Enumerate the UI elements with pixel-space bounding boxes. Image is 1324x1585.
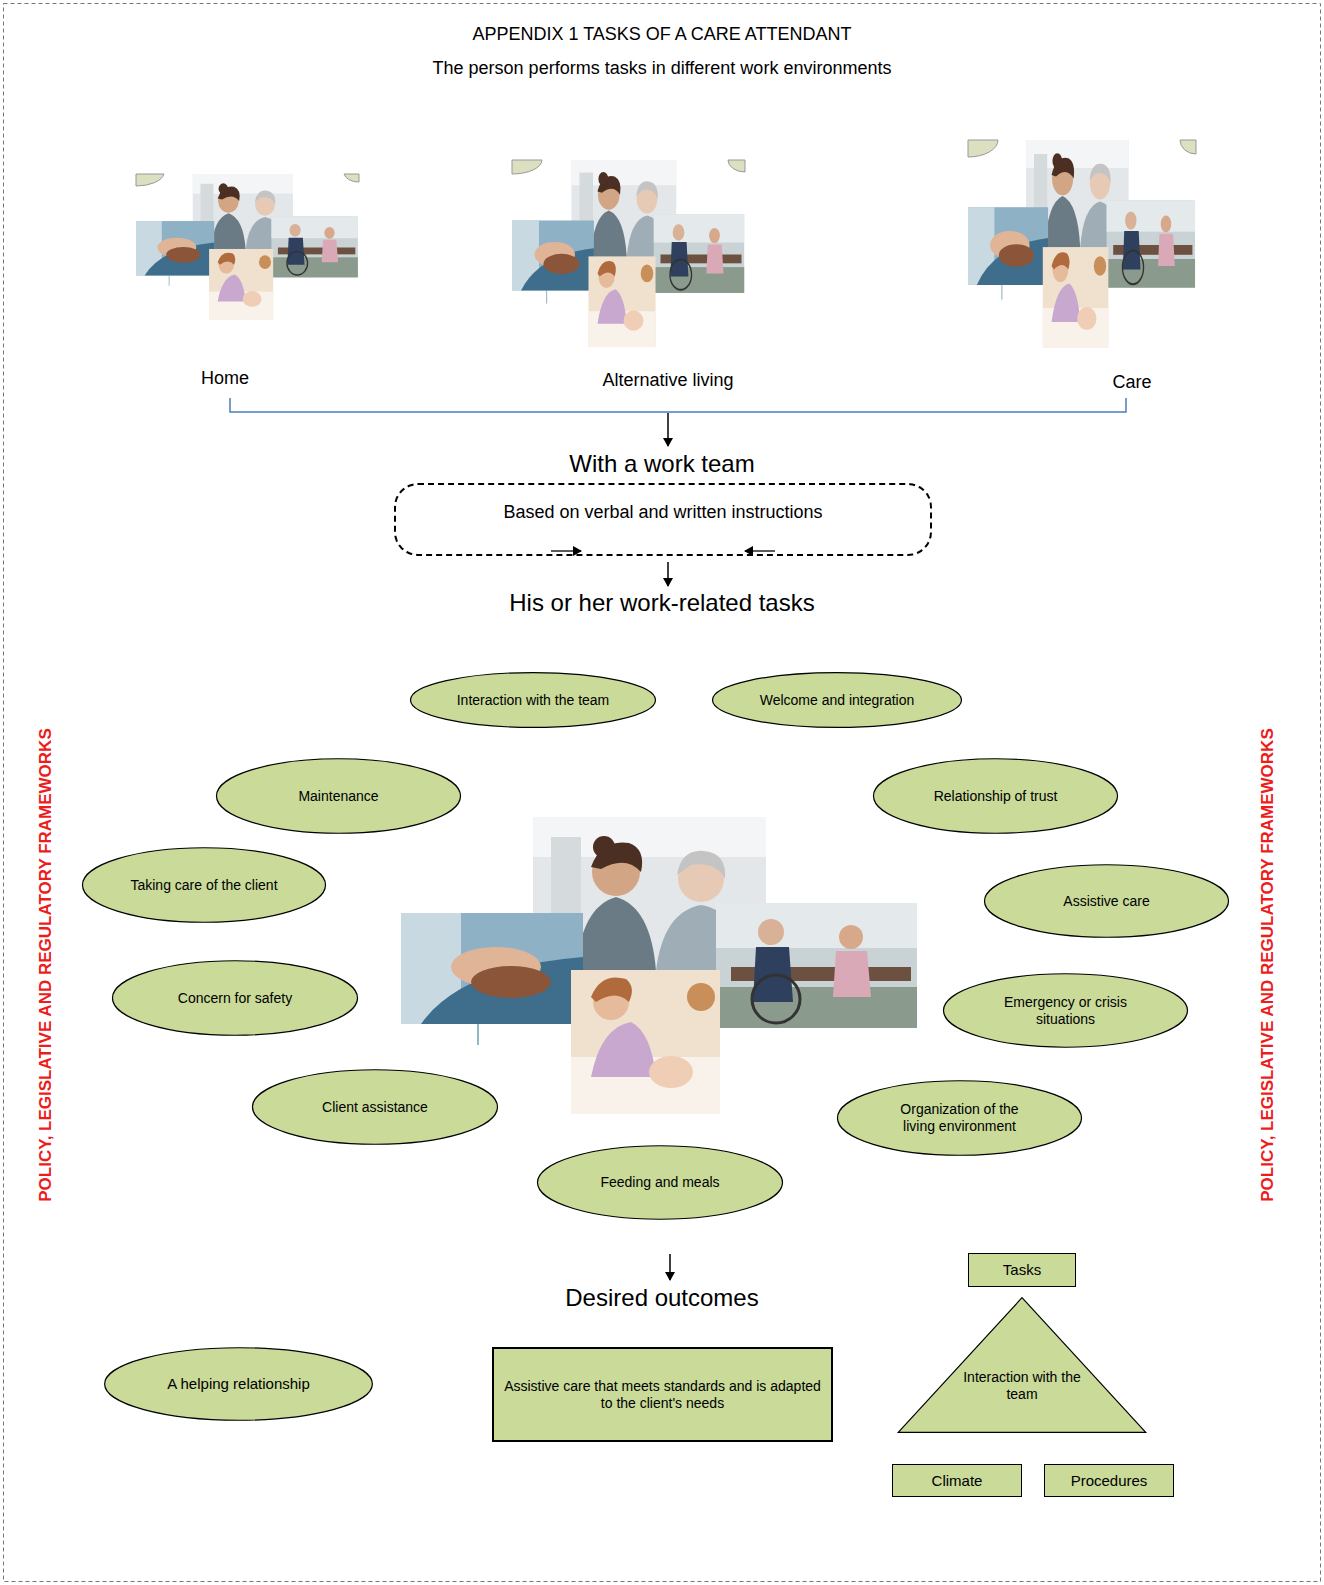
node-text: Procedures — [1051, 1472, 1167, 1490]
node-text: Interaction with the team — [955, 1369, 1090, 1403]
task-ellipse: Emergency or crisis situations — [942, 973, 1189, 1048]
subtitle: The person performs tasks in different w… — [212, 56, 1112, 80]
node-text: A helping relationship — [155, 1375, 323, 1393]
node-text: Based on verbal and written instructions — [414, 502, 912, 524]
task-ellipse: Concern for safety — [111, 960, 359, 1036]
flow-arrow — [667, 413, 669, 446]
ellipse-shape — [112, 961, 357, 1035]
triangle-outline — [897, 1297, 1147, 1433]
node-text: Assistive care — [1030, 893, 1183, 910]
ellipse-shape — [252, 1070, 497, 1144]
node-text: Relationship of trust — [919, 788, 1072, 805]
photo-collage — [401, 817, 917, 1114]
framework-label: POLICY, LEGISLATIVE AND REGULATORY FRAME… — [1256, 645, 1280, 1285]
page-border — [4, 4, 1321, 1582]
ellipse-shape — [943, 974, 1187, 1048]
ellipse-shape — [984, 865, 1228, 938]
node-text: Assistive care that meets standards and … — [499, 1378, 826, 1412]
environment-label: Alternative living — [218, 368, 1118, 392]
environment-label: Care — [682, 370, 1324, 394]
node-text: Tasks — [975, 1261, 1069, 1279]
node-text: Concern for safety — [158, 990, 312, 1007]
node-text: Welcome and integration — [759, 692, 915, 709]
node-text: Taking care of the client — [128, 877, 281, 894]
instruction-box: Based on verbal and written instructions — [394, 483, 932, 556]
ellipse-shape — [105, 1348, 373, 1421]
photo-collage — [968, 140, 1195, 348]
task-ellipse: Interaction with the team — [409, 672, 657, 728]
node-text: Maintenance — [262, 788, 415, 805]
task-ellipse: Client assistance — [251, 1069, 499, 1145]
environment-label: Home — [0, 366, 675, 390]
ellipse-shape — [410, 673, 655, 728]
node-text: Client assistance — [298, 1099, 452, 1116]
procedures-box: Procedures — [1044, 1464, 1174, 1497]
node-text: Interaction with the team — [456, 692, 610, 709]
ellipse-shape — [837, 1081, 1081, 1155]
title: APPENDIX 1 TASKS OF A CARE ATTENDANT — [162, 24, 1162, 45]
framework-label: POLICY, LEGISLATIVE AND REGULATORY FRAME… — [34, 645, 58, 1285]
team-triangle: Interaction with the team — [897, 1297, 1147, 1433]
node-text: Feeding and meals — [583, 1174, 737, 1191]
ellipse-shape — [873, 759, 1117, 833]
tasks-box: Tasks — [968, 1253, 1076, 1287]
small-arrow — [551, 550, 581, 551]
task-ellipse: Welcome and integration — [711, 672, 963, 728]
outcome-ellipse: A helping relationship — [103, 1347, 374, 1421]
triangle-shape — [898, 1298, 1146, 1433]
task-ellipse: Taking care of the client — [81, 847, 327, 923]
ellipse-shape — [713, 673, 962, 728]
node-text: Emergency or crisis situations — [989, 994, 1142, 1028]
outcome-box: Assistive care that meets standards and … — [492, 1347, 833, 1442]
node-text: Climate — [899, 1472, 1015, 1490]
photo-collage — [512, 160, 744, 347]
section-heading: With a work team — [212, 452, 1112, 476]
flow-arrow — [669, 1254, 671, 1280]
task-ellipse: Assistive care — [983, 864, 1230, 938]
task-ellipse: Feeding and meals — [536, 1145, 784, 1220]
task-ellipse: Maintenance — [215, 758, 462, 834]
ellipse-shape — [537, 1146, 782, 1220]
task-ellipse: Relationship of trust — [872, 758, 1119, 834]
node-text: Organization of the living environment — [883, 1101, 1036, 1135]
photo-collage — [136, 174, 358, 320]
climate-box: Climate — [892, 1464, 1022, 1497]
small-arrow — [745, 550, 775, 551]
bracket-line — [230, 398, 1126, 412]
task-ellipse: Organization of the living environment — [836, 1080, 1083, 1156]
flow-arrow — [667, 562, 669, 586]
ellipse-shape — [82, 848, 325, 922]
ellipse-shape — [216, 759, 460, 833]
section-heading: Desired outcomes — [212, 1286, 1112, 1310]
section-heading: His or her work-related tasks — [212, 591, 1112, 615]
